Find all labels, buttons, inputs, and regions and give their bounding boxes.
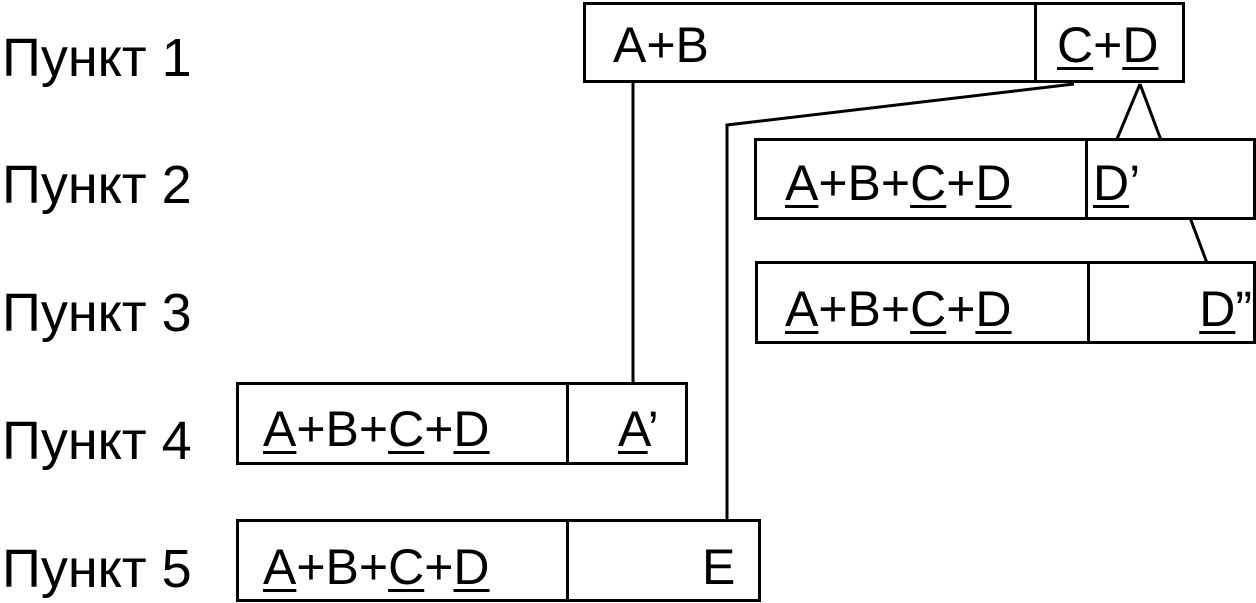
box-row-4-cell-side: A’ bbox=[566, 385, 685, 462]
underlined-term: A bbox=[618, 401, 648, 457]
underlined-term: C bbox=[1057, 17, 1094, 73]
term-text: + bbox=[946, 281, 976, 337]
box-row-3-cell-main: A+B+C+D bbox=[758, 264, 1087, 341]
connector-p1-to-p5 bbox=[725, 82, 1075, 521]
underlined-term: A bbox=[785, 155, 819, 211]
box-row-1-side-text: C+D bbox=[1057, 20, 1158, 70]
row-label-4: Пункт 4 bbox=[2, 411, 192, 471]
term-text: +B bbox=[646, 17, 709, 73]
term-text: + bbox=[946, 155, 976, 211]
term-text: ” bbox=[1235, 281, 1252, 337]
underlined-term: D bbox=[1199, 281, 1236, 337]
box-row-5-side-text: E bbox=[702, 542, 735, 592]
underlined-term: C bbox=[388, 539, 425, 595]
underlined-term: C bbox=[388, 401, 425, 457]
box-row-3-main-text: A+B+C+D bbox=[785, 284, 1012, 334]
underlined-term: D bbox=[453, 539, 490, 595]
connector-p1-to-p2 bbox=[1115, 83, 1142, 140]
term-text: ’ bbox=[647, 401, 659, 457]
underlined-term: D bbox=[975, 281, 1012, 337]
box-row-3-cell-side: D” bbox=[1087, 264, 1253, 341]
box-row-3: A+B+C+D D” bbox=[755, 261, 1256, 344]
term-text: +B+ bbox=[296, 401, 389, 457]
row-label-3: Пункт 3 bbox=[2, 283, 192, 343]
box-row-2-cell-side: D’ bbox=[1085, 141, 1253, 217]
underlined-term: C bbox=[910, 281, 947, 337]
term-text: + bbox=[424, 401, 454, 457]
box-row-1-cell-side: C+D bbox=[1034, 5, 1182, 80]
row-label-2: Пункт 2 bbox=[2, 155, 192, 215]
term-text: +B+ bbox=[818, 281, 911, 337]
underlined-term: D bbox=[975, 155, 1012, 211]
term-text: A bbox=[613, 17, 647, 73]
box-row-1-cell-main: A+B bbox=[586, 5, 1034, 80]
box-row-5-main-text: A+B+C+D bbox=[263, 542, 490, 592]
box-row-4: A+B+C+D A’ bbox=[236, 382, 688, 465]
box-row-1-main-text: A+B bbox=[613, 20, 709, 70]
box-row-2: A+B+C+D D’ bbox=[754, 138, 1256, 220]
term-text: ’ bbox=[1129, 155, 1141, 211]
term-text: + bbox=[424, 539, 454, 595]
underlined-term: D bbox=[453, 401, 490, 457]
box-row-4-cell-main: A+B+C+D bbox=[239, 385, 566, 462]
box-row-5-cell-side: E bbox=[566, 522, 758, 599]
row-label-1: Пункт 1 bbox=[2, 28, 192, 88]
box-row-4-side-text: A’ bbox=[618, 404, 659, 454]
box-row-2-cell-main: A+B+C+D bbox=[757, 141, 1085, 217]
box-row-4-main-text: A+B+C+D bbox=[263, 404, 490, 454]
box-row-3-side-text: D” bbox=[1199, 284, 1252, 334]
box-row-2-main-text: A+B+C+D bbox=[785, 158, 1012, 208]
underlined-term: D bbox=[1093, 155, 1130, 211]
row-label-5: Пункт 5 bbox=[2, 539, 192, 599]
underlined-term: D bbox=[1122, 17, 1159, 73]
term-text: +B+ bbox=[818, 155, 911, 211]
underlined-term: A bbox=[263, 539, 297, 595]
term-text: E bbox=[702, 539, 736, 595]
box-row-5-cell-main: A+B+C+D bbox=[239, 522, 566, 599]
underlined-term: A bbox=[785, 281, 819, 337]
box-row-1: A+B C+D bbox=[583, 2, 1185, 83]
term-text: + bbox=[1093, 17, 1123, 73]
term-text: +B+ bbox=[296, 539, 389, 595]
underlined-term: A bbox=[263, 401, 297, 457]
box-row-2-side-text: D’ bbox=[1093, 158, 1140, 208]
underlined-term: C bbox=[910, 155, 947, 211]
box-row-5: A+B+C+D E bbox=[236, 519, 761, 602]
